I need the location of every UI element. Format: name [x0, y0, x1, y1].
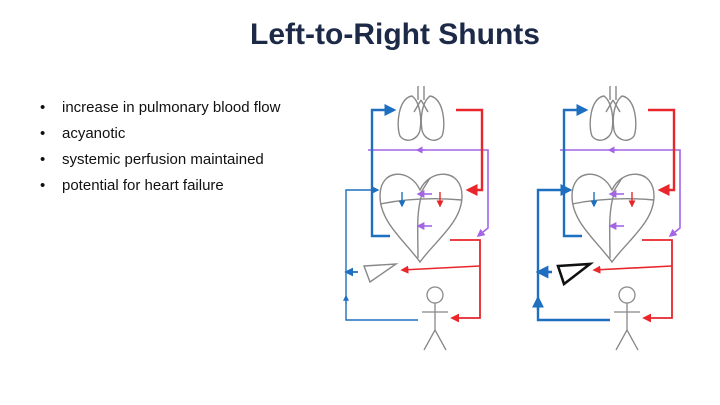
bullet-list: • increase in pulmonary blood flow • acyan…: [40, 95, 280, 199]
bullet-text: systemic perfusion maintained: [62, 151, 264, 168]
circulation-diagram-shunt: [532, 86, 680, 350]
bullet-item: • systemic perfusion maintained: [40, 147, 280, 173]
bullet-dot-icon: •: [40, 151, 46, 168]
triangle-icon: [363, 263, 399, 284]
bullet-item: • increase in pulmonary blood flow: [40, 95, 280, 121]
bullet-item: • acyanotic: [40, 121, 280, 147]
bullet-text: potential for heart failure: [62, 177, 224, 194]
triangle-icon: [556, 262, 595, 287]
bullet-dot-icon: •: [40, 99, 46, 116]
bullet-text: increase in pulmonary blood flow: [62, 99, 281, 116]
bullet-text: acyanotic: [62, 125, 126, 142]
bullet-dot-icon: •: [40, 125, 46, 142]
bullet-item: • potential for heart failure: [40, 173, 280, 199]
circulation-diagram-normal: [343, 86, 488, 350]
slide-title: Left-to-Right Shunts: [250, 18, 540, 51]
bullet-dot-icon: •: [40, 177, 46, 194]
